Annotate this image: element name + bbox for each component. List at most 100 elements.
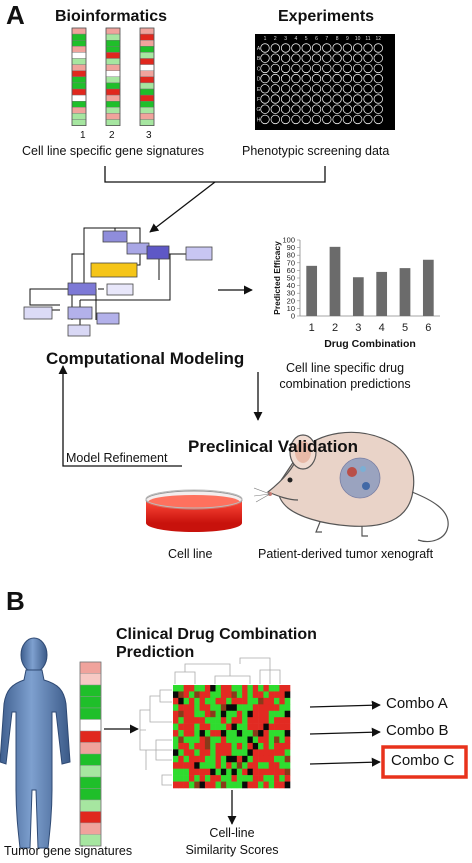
plate-well bbox=[291, 94, 301, 104]
plate-well bbox=[353, 84, 363, 94]
plate-row-label: G bbox=[257, 107, 261, 113]
plate-well bbox=[301, 63, 311, 74]
plate-well bbox=[280, 63, 291, 74]
chart-x-tick-label: 5 bbox=[402, 322, 408, 334]
plate-well bbox=[322, 43, 332, 53]
chart-y-tick-label: 10 bbox=[287, 304, 295, 313]
plate-well bbox=[311, 114, 322, 125]
chart-y-tick-label: 20 bbox=[287, 296, 295, 305]
tumor-signature-cell bbox=[79, 765, 102, 778]
plate-column-label: 10 bbox=[355, 36, 361, 42]
chart-y-tick-label: 40 bbox=[287, 281, 295, 290]
plate-well bbox=[280, 53, 291, 63]
tumor-signature-cell bbox=[79, 661, 102, 674]
plate-column-label: 8 bbox=[336, 36, 339, 42]
plate-well bbox=[363, 73, 373, 84]
plate-well bbox=[332, 114, 342, 125]
gene-signature-column bbox=[139, 27, 155, 126]
plate-row-label: F bbox=[257, 97, 260, 103]
plate-well bbox=[373, 84, 384, 94]
plate-well bbox=[332, 84, 342, 94]
gene-signature-column bbox=[105, 27, 121, 126]
plate-well bbox=[260, 43, 270, 53]
plate-well bbox=[270, 73, 281, 84]
chart-y-tick-label: 70 bbox=[287, 258, 295, 267]
tumor-signature-cell bbox=[79, 776, 102, 789]
plate-well bbox=[342, 43, 353, 53]
refinement-label: Model Refinement bbox=[66, 451, 168, 465]
chart-y-tick-label: 80 bbox=[287, 251, 295, 260]
plate-well bbox=[363, 114, 373, 125]
cell-line-label: Cell line bbox=[168, 547, 213, 561]
plate-well bbox=[291, 104, 301, 114]
plate-well bbox=[363, 63, 373, 74]
plate-well bbox=[301, 53, 311, 63]
combo-b-label: Combo B bbox=[386, 722, 449, 739]
heatmap-dendrogram bbox=[139, 657, 281, 786]
plate-well bbox=[322, 73, 332, 84]
plate-well bbox=[301, 104, 311, 114]
plate-well bbox=[260, 94, 270, 104]
plate-well bbox=[322, 53, 332, 63]
plate-well bbox=[342, 73, 353, 84]
plate-well bbox=[291, 53, 301, 63]
clinical-title-line1: Clinical Drug Combination bbox=[116, 626, 317, 643]
plate-well bbox=[260, 73, 270, 84]
plate-well bbox=[280, 104, 291, 114]
modeling-label: Computational Modeling bbox=[46, 349, 245, 368]
combo-arrows bbox=[309, 700, 381, 767]
plate-well bbox=[353, 114, 363, 125]
plate-well bbox=[301, 114, 311, 125]
plate-well bbox=[280, 114, 291, 125]
petri-dish-icon bbox=[145, 489, 243, 532]
signature-col-1: 1 bbox=[80, 130, 86, 141]
plate-well bbox=[270, 104, 281, 114]
chart-x-tick-label: 4 bbox=[379, 322, 385, 334]
plate-well bbox=[280, 73, 291, 84]
plate-column-label: 1 bbox=[264, 36, 267, 42]
plate-column-label: 11 bbox=[365, 36, 370, 42]
plate-well bbox=[332, 63, 342, 74]
clinical-title-line2: Prediction bbox=[116, 644, 195, 661]
plate-well bbox=[373, 114, 384, 125]
plate-well bbox=[270, 53, 281, 63]
plate-well bbox=[291, 63, 301, 74]
tumor-signature-cell bbox=[79, 684, 102, 697]
plate-well bbox=[301, 43, 311, 53]
plate-row-label: D bbox=[257, 77, 261, 83]
combo-c-label: Combo C bbox=[391, 752, 455, 769]
plate-well bbox=[353, 94, 363, 104]
plate-well bbox=[270, 43, 281, 53]
plate-well bbox=[301, 84, 311, 94]
plate-column-label: 6 bbox=[315, 36, 318, 42]
plate-well bbox=[373, 94, 384, 104]
experiments-title: Experiments bbox=[278, 8, 375, 25]
chart-bar bbox=[329, 246, 341, 316]
plate-well bbox=[311, 53, 322, 63]
tumor-signature-cell bbox=[79, 788, 102, 801]
chart-x-axis-label: Drug Combination bbox=[324, 338, 416, 350]
plate-well bbox=[332, 73, 342, 84]
plate-well bbox=[322, 84, 332, 94]
plate-row-label: E bbox=[257, 87, 261, 93]
plate-well bbox=[280, 84, 291, 94]
plate-well bbox=[363, 84, 373, 94]
plate-well bbox=[363, 53, 373, 63]
plate-well bbox=[260, 114, 270, 125]
plate-well bbox=[353, 73, 363, 84]
plate-well bbox=[322, 114, 332, 125]
gene-signature-bars bbox=[71, 27, 155, 126]
plate-well bbox=[373, 104, 384, 114]
plate-well bbox=[332, 43, 342, 53]
signatures-caption: Cell line specific gene signatures bbox=[22, 144, 205, 158]
tumor-signature-cell bbox=[79, 822, 102, 835]
plate-well bbox=[353, 63, 363, 74]
tumor-signature-cell bbox=[79, 799, 102, 812]
preclinical-label: Preclinical Validation bbox=[188, 437, 359, 456]
tumor-signature-cell bbox=[79, 730, 102, 743]
refinement-loop-arrow bbox=[58, 365, 182, 467]
chart-y-axis-label: Predicted Efficacy bbox=[272, 241, 282, 315]
